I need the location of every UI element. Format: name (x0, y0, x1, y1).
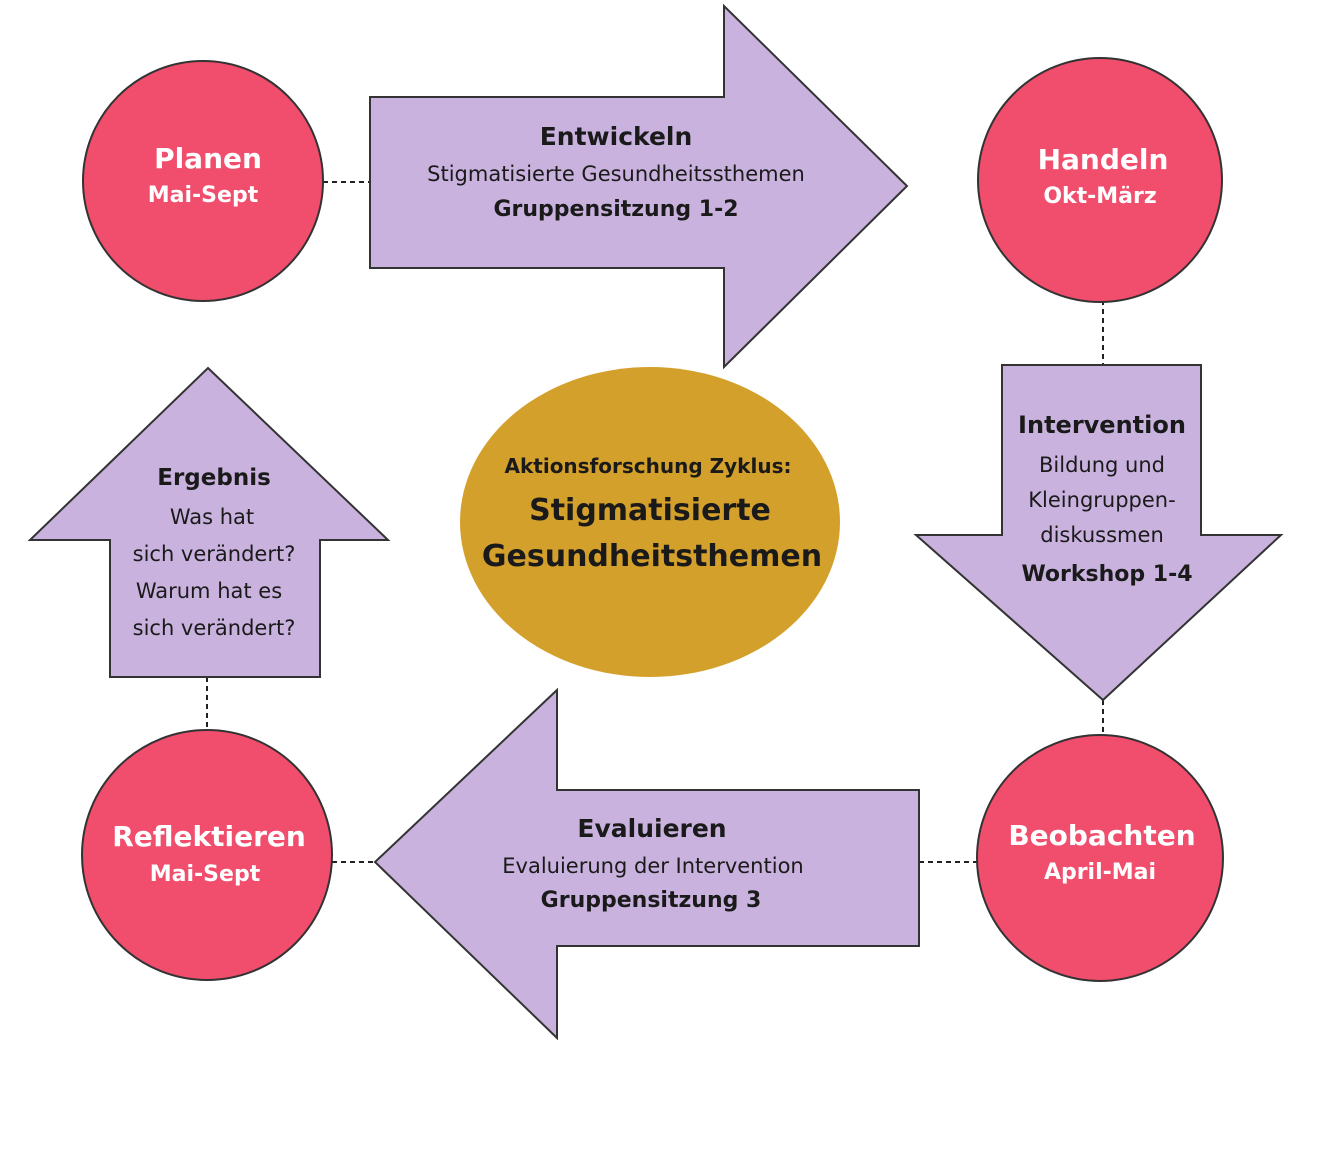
arrow-down-intervention (913, 364, 1284, 702)
ergebnis-line: Was hat (170, 505, 254, 529)
evaluieren-title: Evaluieren (577, 814, 726, 843)
phase-circle (976, 734, 1224, 982)
arrow-right-entwickeln (369, 3, 909, 370)
evaluieren-session: Gruppensitzung 3 (541, 888, 762, 913)
ergebnis-line: sich verändert? (133, 542, 296, 566)
phase-circle (82, 60, 324, 302)
intervention-session: Workshop 1-4 (1021, 562, 1192, 587)
entwickeln-text: Stigmatisierte Gesundheitssthemen (427, 162, 805, 186)
center-line-1: Stigmatisierte (529, 493, 771, 528)
arrow-left-evaluieren (373, 687, 920, 1041)
phase-title: Planen (154, 142, 262, 175)
phase-title: Beobachten (1008, 819, 1195, 852)
intervention-line: diskussmen (1040, 523, 1164, 547)
phase-title: Reflektieren (112, 820, 306, 853)
phase-period: April-Mai (1044, 860, 1156, 885)
center-line-2: Gesundheitsthemen (482, 539, 822, 574)
phase-reflektieren: Reflektieren Mai-Sept (81, 729, 333, 981)
ergebnis-line: Warum hat es (136, 579, 282, 603)
evaluieren-text: Evaluierung der Intervention (502, 854, 803, 878)
intervention-title: Intervention (1018, 411, 1186, 439)
intervention-line: Kleingruppen- (1028, 488, 1175, 512)
phase-title: Handeln (1038, 143, 1169, 176)
ergebnis-line: sich verändert? (133, 616, 296, 640)
center-ellipse (460, 367, 840, 677)
arrow-up-ergebnis (27, 366, 391, 678)
phase-period: Okt-März (1043, 184, 1156, 209)
phase-circle (977, 57, 1223, 303)
phase-period: Mai-Sept (148, 183, 259, 208)
center-title: Aktionsforschung Zyklus: (505, 454, 792, 478)
phase-circle (81, 729, 333, 981)
connectors (206, 181, 1104, 863)
phase-beobachten: Beobachten April-Mai (976, 734, 1224, 982)
entwickeln-session: Gruppensitzung 1-2 (493, 197, 738, 222)
phase-planen: Planen Mai-Sept (82, 60, 324, 302)
ergebnis-title: Ergebnis (157, 465, 271, 491)
entwickeln-title: Entwickeln (540, 122, 693, 151)
intervention-line: Bildung und (1039, 453, 1165, 477)
phase-period: Mai-Sept (150, 862, 261, 887)
phase-handeln: Handeln Okt-März (977, 57, 1223, 303)
